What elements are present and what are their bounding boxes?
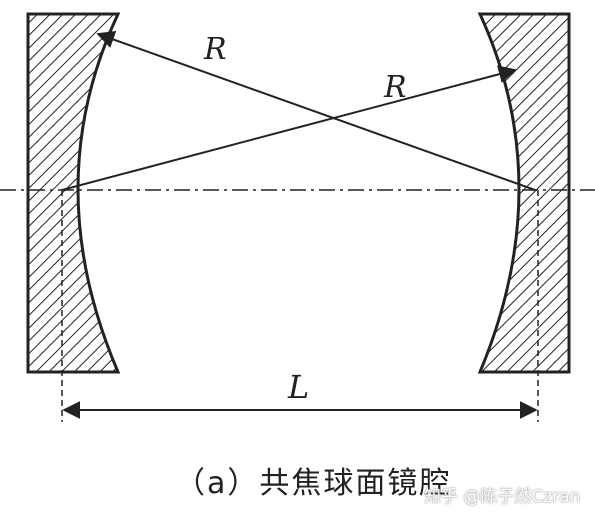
right-mirror <box>477 12 571 374</box>
figure-caption: （a）共焦球面镜腔 <box>175 466 452 501</box>
radius-line-1 <box>96 30 536 191</box>
radius-label-1: R <box>203 32 227 67</box>
radius-label-2: R <box>383 70 407 105</box>
left-mirror <box>26 12 121 374</box>
length-label: L <box>287 368 309 406</box>
radius-line-2 <box>61 65 517 191</box>
watermark: 知乎 @陈子然Czran <box>424 487 581 507</box>
